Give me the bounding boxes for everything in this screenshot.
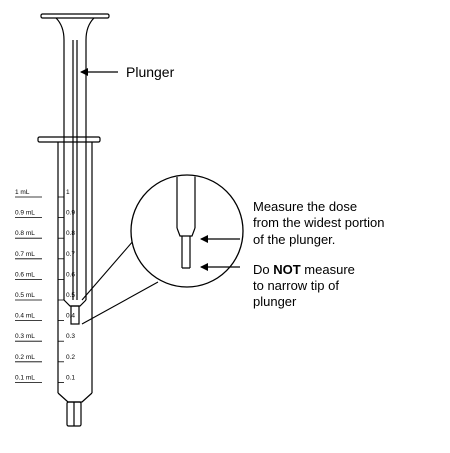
barrel-number: 0.9 <box>66 210 75 217</box>
do-not-line3: plunger <box>253 294 297 309</box>
measure-widest-line2: from the widest portion <box>253 215 385 230</box>
do-not-bold: NOT <box>273 262 301 277</box>
barrel-number: 1 <box>66 189 70 196</box>
magnifier-connectors <box>81 239 159 325</box>
do-not-line2: to narrow tip of <box>253 278 339 293</box>
scale-label: 0.7 mL <box>15 251 35 258</box>
scale-label: 0.3 mL <box>15 333 35 340</box>
plunger-flange <box>40 13 110 41</box>
scale-label: 1 mL <box>15 189 30 196</box>
scale-label: 0.9 mL <box>15 210 35 217</box>
do-not-line1: Do NOT measure <box>253 262 355 277</box>
scale-label: 0.8 mL <box>15 230 35 237</box>
measure-widest-line3: of the plunger. <box>253 232 335 247</box>
do-not-prefix: Do <box>253 262 273 277</box>
do-not-suffix: measure <box>301 262 355 277</box>
barrel-number: 0.2 <box>66 354 75 361</box>
syringe-tip <box>66 401 82 427</box>
barrel-number: 0.1 <box>66 374 75 381</box>
barrel-numbers: 1 0.9 0.8 0.7 0.6 0.5 0.4 0.3 0.2 0.1 <box>58 189 75 383</box>
barrel-number: 0.4 <box>66 313 75 320</box>
plunger-label: Plunger <box>126 64 175 80</box>
scale-label: 0.5 mL <box>15 292 35 299</box>
barrel-number: 0.5 <box>66 292 75 299</box>
barrel-number: 0.8 <box>66 230 75 237</box>
magnifier-circle <box>130 174 244 288</box>
barrel-flange <box>37 136 101 148</box>
scale-label: 0.6 mL <box>15 271 35 278</box>
plunger-rod <box>63 40 87 325</box>
scale-label: 0.2 mL <box>15 354 35 361</box>
scale-label: 0.1 mL <box>15 374 35 381</box>
barrel-number: 0.6 <box>66 271 75 278</box>
scale-label: 0.4 mL <box>15 313 35 320</box>
magnified-plunger-tip <box>176 176 196 269</box>
barrel-number: 0.3 <box>66 333 75 340</box>
scale-labels: 1 mL 0.9 mL 0.8 mL 0.7 mL 0.6 mL 0.5 mL 0.4 mL… <box>15 189 42 383</box>
barrel-number: 0.7 <box>66 251 75 258</box>
measure-widest-line1: Measure the dose <box>253 199 357 214</box>
